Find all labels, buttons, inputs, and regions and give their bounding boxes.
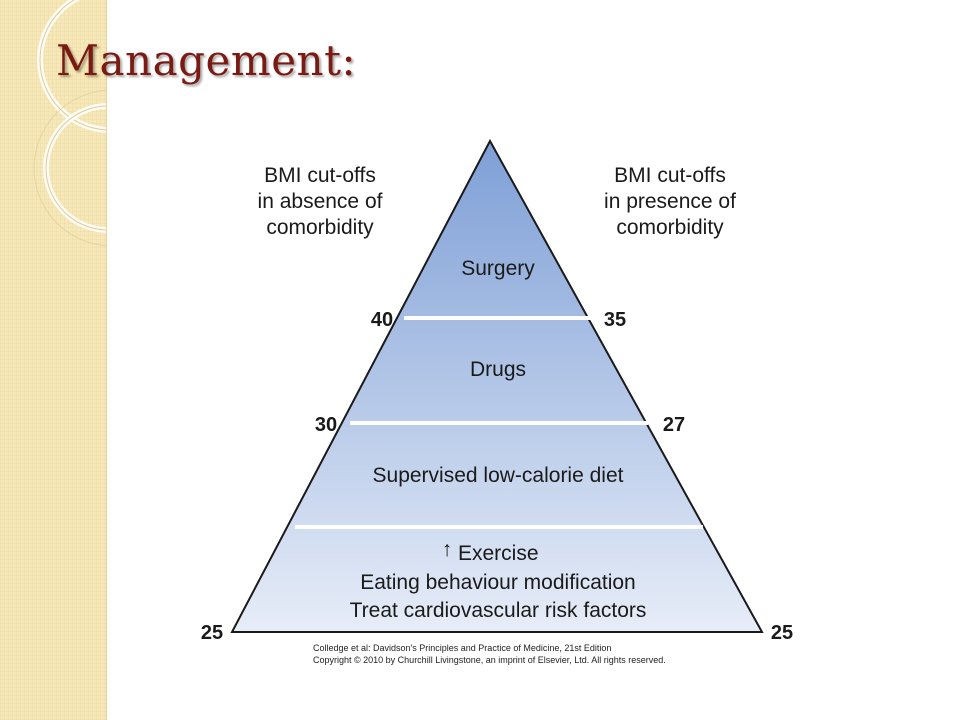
up-arrow-icon: ↑ (442, 538, 453, 561)
right-header-line-1: BMI cut-offs (614, 164, 726, 187)
right-cutoff-25: 25 (771, 622, 793, 644)
decorative-rings (33, 0, 106, 247)
left-header-line-1: BMI cut-offs (264, 164, 376, 187)
left-header-line-3: comorbidity (266, 216, 374, 239)
citation-line-1: Colledge et al: Davidson's Principles an… (313, 643, 611, 653)
left-header-line-2: in absence of (258, 190, 383, 213)
right-header-line-3: comorbidity (616, 216, 724, 239)
right-header-line-2: in presence of (604, 190, 736, 213)
left-cutoff-30: 30 (315, 414, 337, 436)
left-cutoff-40: 40 (371, 309, 393, 331)
decorative-side-band (0, 0, 107, 720)
tier-surgery-label: Surgery (461, 257, 535, 280)
left-cutoff-25: 25 (201, 622, 223, 644)
tier-lifestyle-label-3: Treat cardiovascular risk factors (350, 599, 647, 622)
tier-lifestyle-label-1: Exercise (458, 542, 539, 565)
tier-drugs-label: Drugs (470, 358, 526, 381)
right-cutoff-27: 27 (663, 414, 685, 436)
tier-diet-label: Supervised low-calorie diet (373, 464, 624, 487)
right-cutoff-35: 35 (604, 309, 626, 331)
citation-line-2: Copyright © 2010 by Churchill Livingston… (313, 655, 666, 665)
slide-title: Management: (56, 36, 357, 85)
tier-lifestyle-label-2: Eating behaviour modification (360, 571, 636, 594)
pyramid-shape (230, 138, 764, 633)
